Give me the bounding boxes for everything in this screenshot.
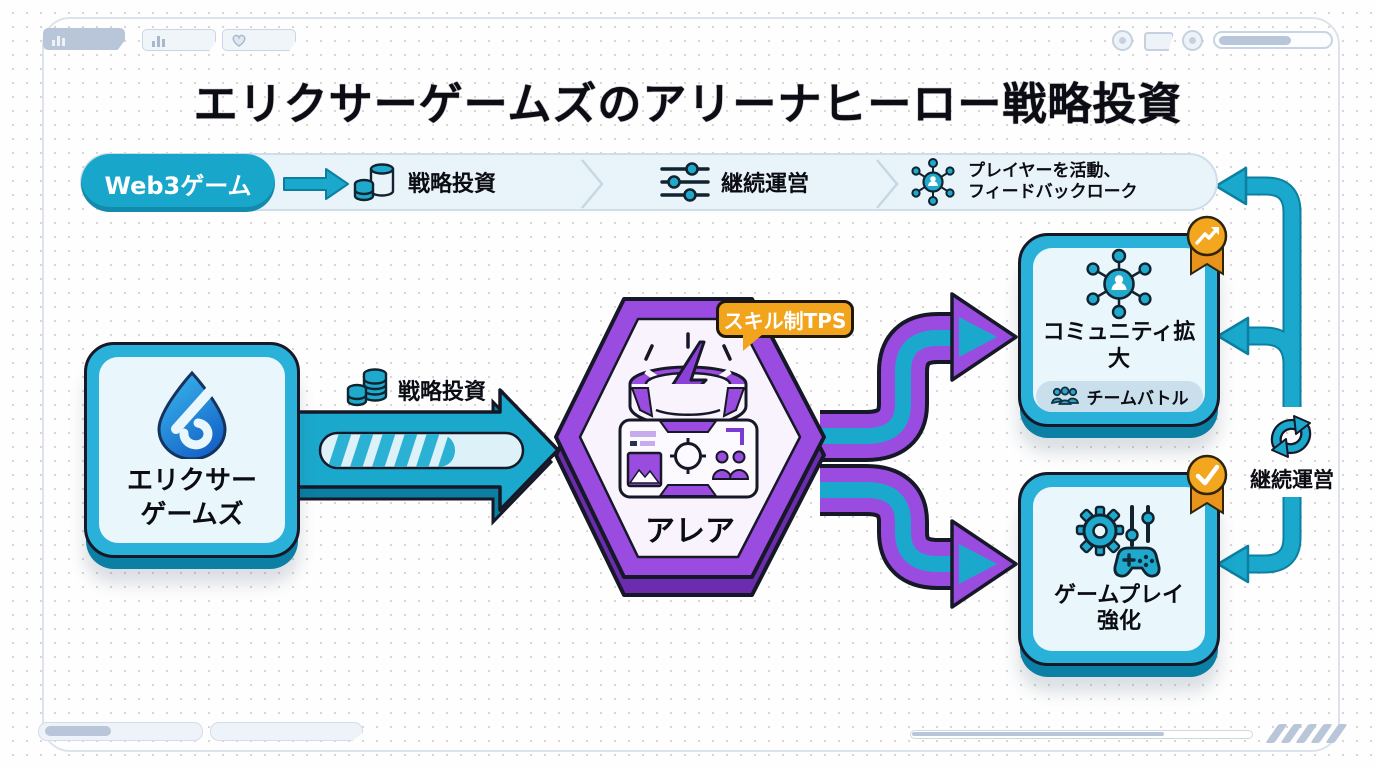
team-battle-label: チームバトル bbox=[1086, 388, 1189, 409]
check-ribbon-badge bbox=[1186, 454, 1228, 515]
flow-step-web3-pill: Web3ゲーム bbox=[81, 154, 275, 212]
skill-tps-badge: スキル制TPS bbox=[716, 300, 854, 351]
tab-favorites[interactable] bbox=[222, 29, 296, 51]
branch-arrow-to-community bbox=[820, 292, 1018, 462]
coins-icon bbox=[353, 163, 395, 202]
vertical-sliders-icon bbox=[1125, 504, 1155, 547]
flow-step-label: 戦略投資 bbox=[408, 172, 497, 197]
bar-chart-icon bbox=[152, 35, 165, 47]
tab-charts-active[interactable] bbox=[43, 28, 125, 50]
flow-step-investment: 戦略投資 bbox=[352, 155, 496, 209]
process-flow-bar: Web3ゲーム 戦略投資 bbox=[80, 153, 1218, 212]
team-battle-badge: チームバトル bbox=[1035, 380, 1203, 412]
source-box-elixir-games: エリクサー ゲームズ bbox=[84, 342, 300, 558]
chevron-separator bbox=[876, 159, 899, 209]
gamepad-icon bbox=[1113, 546, 1161, 578]
chevron-separator bbox=[581, 159, 604, 209]
sync-icon bbox=[1270, 415, 1312, 458]
flow-step-label: 継続運営 bbox=[721, 172, 810, 197]
bottom-pill[interactable] bbox=[210, 722, 363, 741]
page-title: エリクサーゲームズのアリーナヒーロー戦略投資 bbox=[193, 79, 1183, 130]
community-network-icon bbox=[1086, 248, 1152, 320]
gameplay-box: ゲームプレイ 強化 bbox=[1018, 454, 1228, 666]
elixir-drop-logo bbox=[157, 370, 227, 460]
heart-icon bbox=[232, 34, 246, 47]
toolbar-button-icon[interactable] bbox=[1182, 30, 1203, 51]
investment-arrow-label: 戦略投資 bbox=[398, 380, 487, 405]
source-box-label: エリクサー ゲームズ bbox=[126, 466, 257, 530]
trend-up-ribbon-badge bbox=[1186, 215, 1228, 276]
investment-arrow bbox=[286, 388, 560, 526]
player-network-icon bbox=[911, 158, 955, 206]
team-people-icon bbox=[1050, 386, 1079, 406]
feedback-loop-arrows bbox=[1214, 166, 1302, 584]
flow-step-operations: 継続運営 bbox=[659, 155, 809, 209]
right-arrow-icon bbox=[283, 168, 349, 200]
bottom-progress-bar[interactable] bbox=[910, 730, 1253, 739]
toolbar-search-bar[interactable] bbox=[1213, 31, 1333, 49]
community-box: コミュニティ拡大 チームバトル bbox=[1018, 215, 1228, 427]
arena-shooter-hud-icon bbox=[618, 332, 759, 499]
coins-icon bbox=[346, 368, 388, 407]
flow-step-player-loop: プレイヤーを活動、 フィードバックローク bbox=[908, 155, 1138, 209]
feedback-loop-label: 継続運営 bbox=[1250, 468, 1334, 492]
sliders-icon bbox=[660, 162, 710, 202]
tab-charts[interactable] bbox=[142, 29, 216, 51]
gear-icon bbox=[1075, 505, 1125, 556]
gameplay-tuning-icon bbox=[1075, 504, 1161, 578]
bar-chart-icon bbox=[52, 35, 65, 46]
canvas-frame-border bbox=[42, 17, 1340, 752]
toolbar-button-icon[interactable] bbox=[1112, 30, 1133, 51]
branch-arrow-to-gameplay bbox=[820, 464, 1018, 609]
flow-step-label: プレイヤーを活動、 フィードバックローク bbox=[968, 161, 1138, 202]
community-box-label: コミュニティ拡大 bbox=[1042, 320, 1196, 372]
arena-node-label: アレア bbox=[645, 514, 735, 549]
bottom-progress-pill[interactable] bbox=[38, 722, 203, 741]
gameplay-box-label: ゲームプレイ 強化 bbox=[1053, 582, 1185, 634]
